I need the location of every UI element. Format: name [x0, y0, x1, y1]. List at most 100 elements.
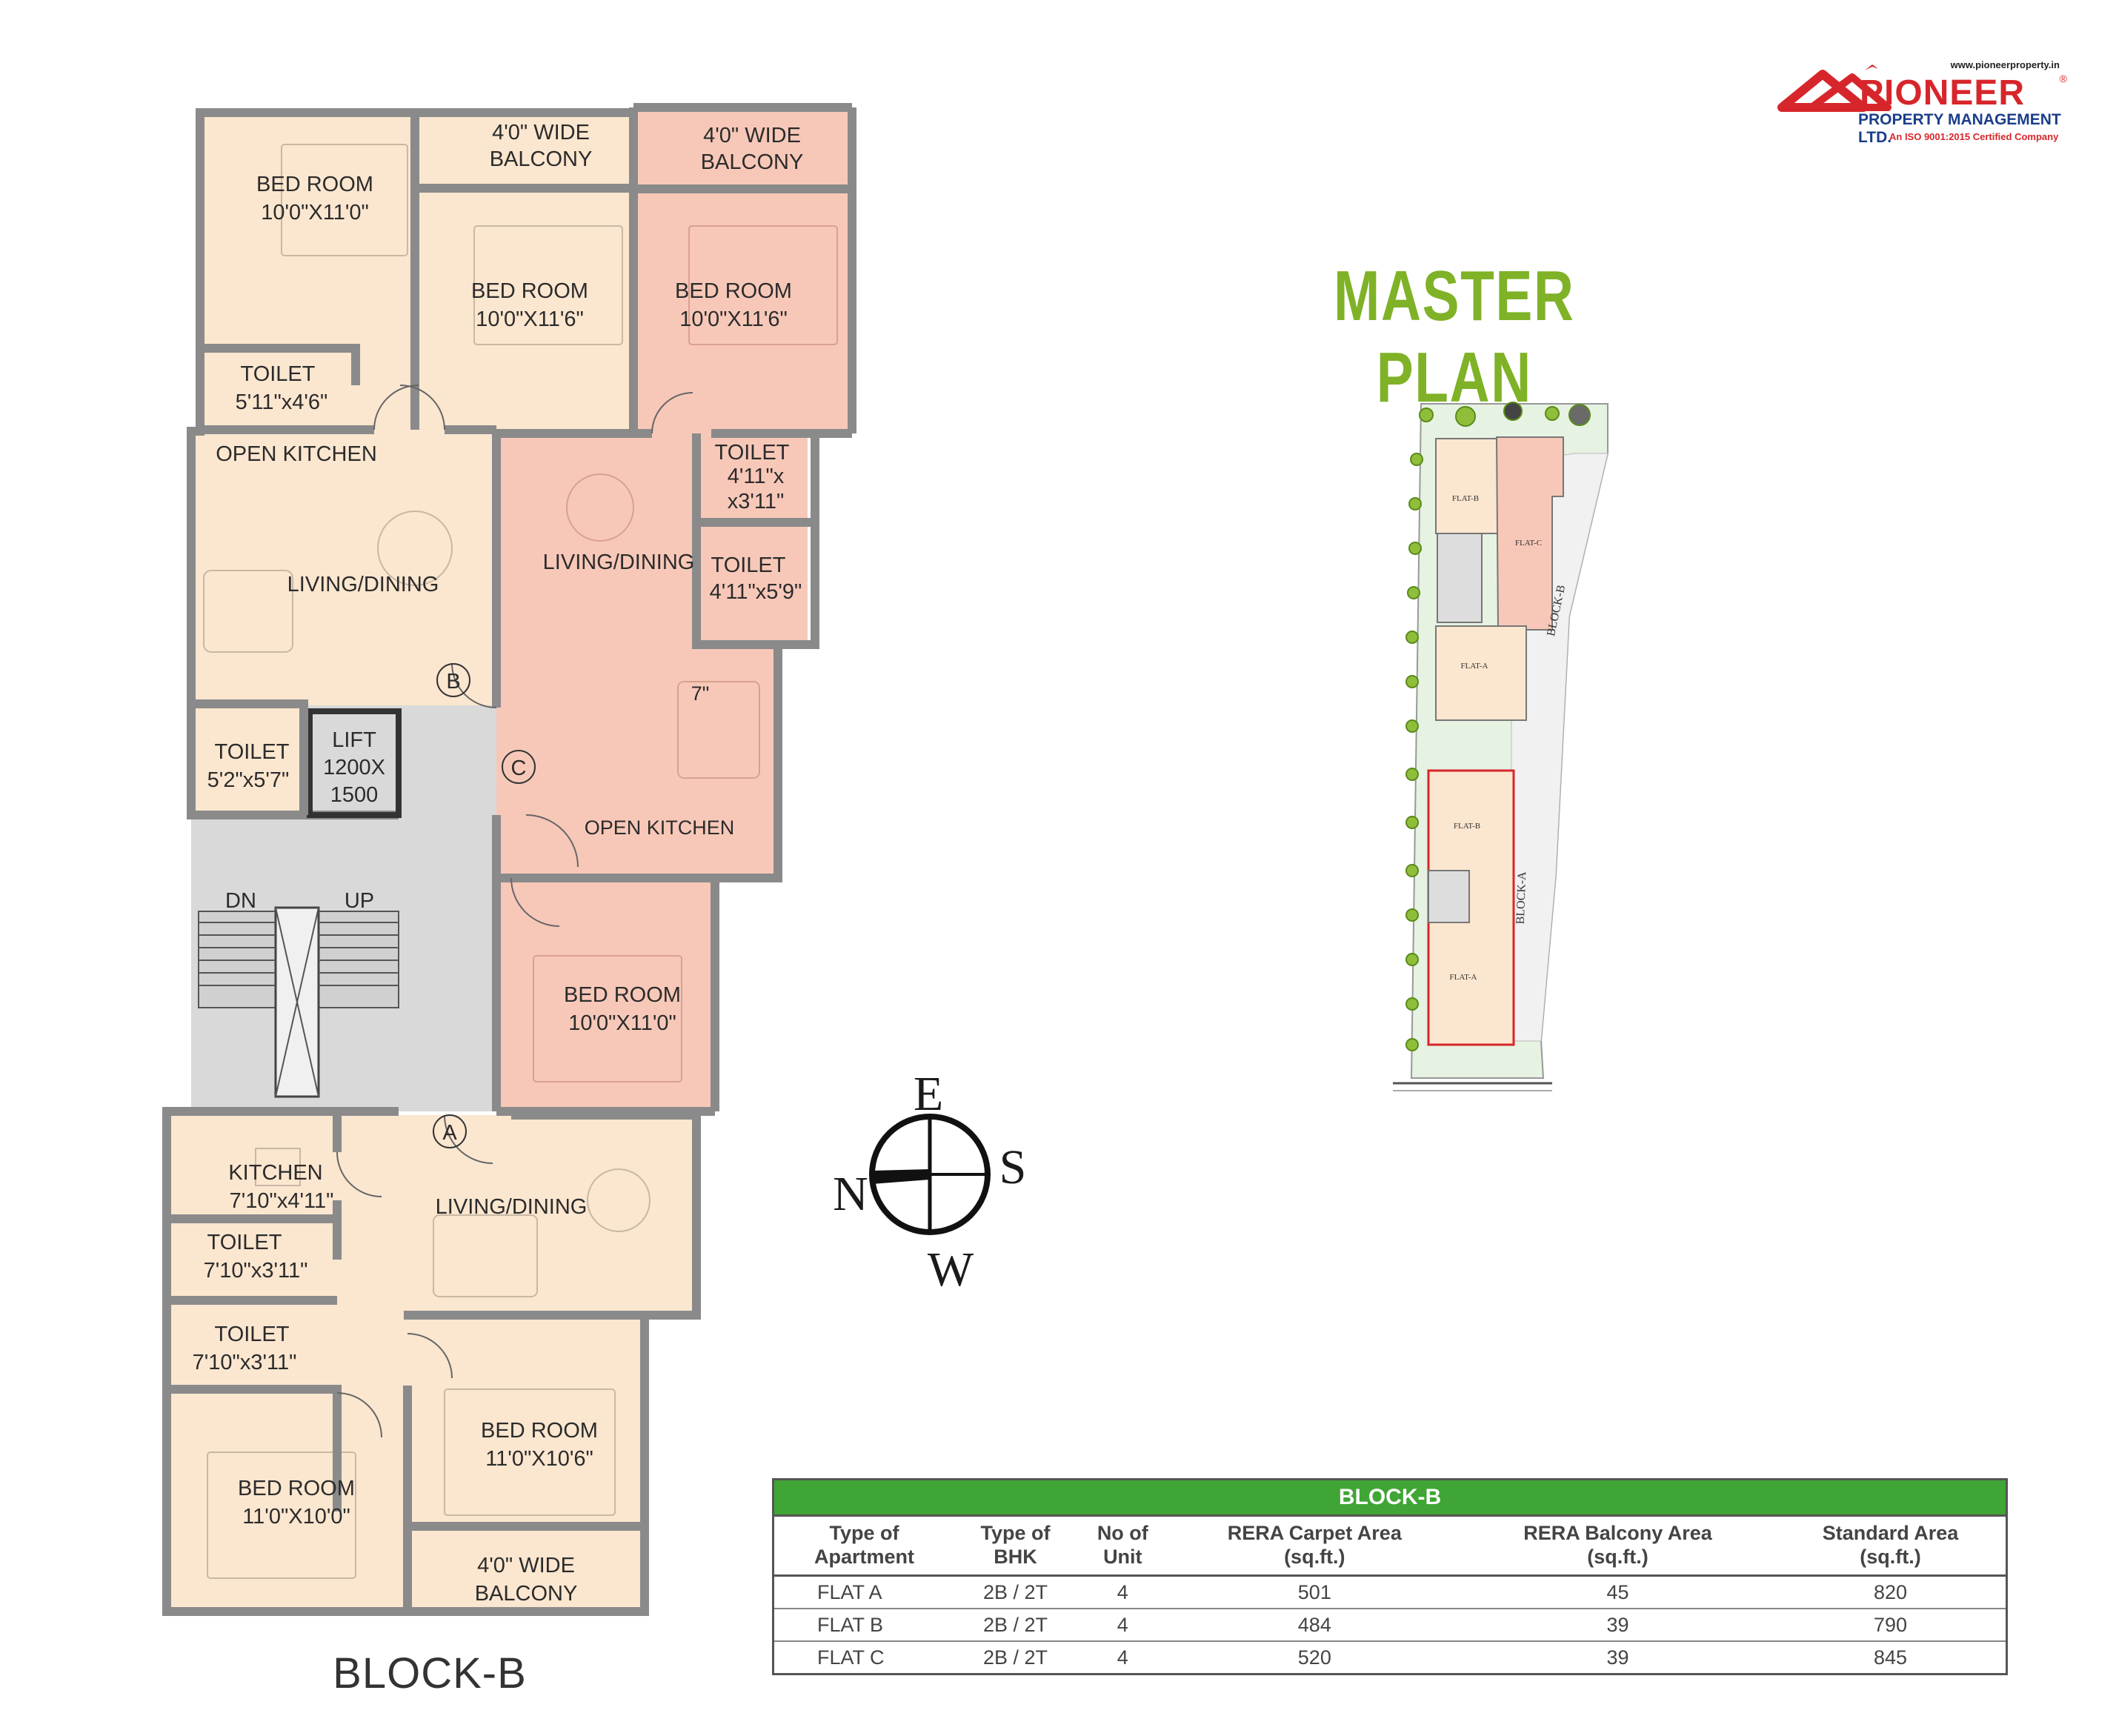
furniture-outlines [203, 144, 838, 1579]
bed-top-mid-name: BED ROOM [471, 279, 588, 303]
toilet-tl-name: TOILET [241, 362, 316, 386]
living-b-name: LIVING/DINING [287, 573, 439, 596]
toilet-b2-size: 5'2"x5'7" [207, 768, 290, 792]
fill-bed-c [500, 878, 715, 1108]
toilet-a2-size: 7'10"x3'11" [193, 1351, 297, 1374]
living-c-name: LIVING/DINING [543, 551, 695, 574]
room-labels: BED ROOM 10'0"X11'0" 4'0" WIDE BALCONY B… [193, 121, 804, 1606]
toilet-a1-name: TOILET [207, 1231, 282, 1254]
lift-name: LIFT [332, 728, 376, 752]
flat-marker-c-text: C [511, 756, 527, 780]
fill-toilet-c2 [696, 522, 808, 645]
logo-registered: ® [2059, 73, 2067, 84]
cell-bhk: 2B / 2T [982, 1646, 1048, 1669]
cell-bhk: 2B / 2T [954, 1575, 1077, 1609]
living-a-name: LIVING/DINING [436, 1195, 588, 1219]
toilet-a2-name: TOILET [215, 1323, 290, 1346]
cell-balcony: 45 [1460, 1575, 1775, 1609]
door-swings [336, 385, 693, 1438]
logo-house-icon [1777, 64, 1892, 112]
floor-plan-caption: BLOCK-B [333, 1649, 527, 1697]
table-row: FLAT C 2B / 2T 4 520 39 845 [773, 1641, 2007, 1675]
flat-marker-c: C [502, 750, 536, 784]
fill-balcony-top-right [633, 107, 852, 189]
stair-dn: DN [225, 889, 256, 913]
col-header-standard-area: Standard Area(sq.ft.) [1774, 1515, 2007, 1577]
fill-living-c [496, 433, 696, 878]
master-plan-title: MASTER PLAN [1334, 256, 1575, 417]
cell-standard: 845 [1873, 1646, 1908, 1669]
bed-c-name: BED ROOM [564, 983, 681, 1007]
lift-size1: 1200X [323, 756, 385, 779]
flat-marker-b-text: B [446, 670, 460, 694]
mp-block-b-flat-a: FLAT-A [1461, 662, 1488, 671]
cell-type: FLAT A [773, 1575, 954, 1609]
cell-balcony: 39 [1606, 1646, 1629, 1669]
fill-bed-tl [200, 113, 415, 430]
mp-block-a-flat-b: FLAT-B [1454, 822, 1480, 831]
logo-certification: An ISO 9001:2015 Certified Company [1889, 131, 2059, 142]
compass-south: S [999, 1140, 1027, 1194]
open-kitchen-b-name: OPEN KITCHEN [216, 442, 377, 466]
cell-type: FLAT B [773, 1609, 954, 1642]
fill-balcony-top-mid [415, 113, 630, 188]
cell-carpet: 520 [1297, 1646, 1331, 1669]
flat-marker-b: B [436, 663, 470, 697]
fill-dining-c [696, 645, 778, 878]
table-row: FLAT B 2B / 2T 4 484 39 790 [773, 1609, 2007, 1642]
compass-north-needle [872, 1169, 930, 1184]
toilet-tl-size: 5'11"x4'6" [236, 390, 328, 414]
balcony-top-mid-sub: BALCONY [490, 147, 593, 171]
toilet-c1-size2: x3'11" [728, 490, 785, 513]
bed-a1-name: BED ROOM [481, 1419, 598, 1443]
cell-units: 4 [1077, 1609, 1169, 1642]
toilet-c1-size1: 4'11"x [728, 465, 785, 488]
toilet-b2-name: TOILET [215, 740, 290, 764]
company-logo: www.pioneerproperty.in PIONEER ® PROPERT… [1771, 59, 2075, 148]
bed-tl-size: 10'0"X11'0" [261, 201, 369, 225]
toilet-c2-size: 4'11"x5'9" [710, 580, 802, 604]
cell-balcony: 39 [1460, 1609, 1775, 1642]
cell-units: 4 [1117, 1646, 1128, 1669]
bed-top-right-size: 10'0"X11'6" [679, 307, 788, 331]
kitchen-a-size: 7'10"x4'11" [230, 1189, 334, 1213]
logo-subtitle: PROPERTY MANAGEMENT LTD. [1858, 111, 2061, 146]
table-row: FLAT A 2B / 2T 4 501 45 820 [773, 1575, 2007, 1609]
fill-bed-top-right [633, 189, 852, 433]
balcony-top-right-sub: BALCONY [701, 150, 804, 174]
open-kitchen-c-name: OPEN KITCHEN [585, 817, 735, 839]
bed-a1-size: 11'0"X10'6" [485, 1447, 593, 1471]
mp-block-b-flat-c: FLAT-C [1515, 539, 1542, 548]
fill-entry-c [496, 708, 526, 815]
fill-lift-pad [304, 705, 399, 815]
bed-a2-name: BED ROOM [238, 1477, 355, 1500]
walls [162, 103, 856, 1616]
toilet-c1-name: TOILET [715, 441, 790, 465]
master-plan-site: FLAT-B FLAT-C FLAT-A BLOCK-B FLAT-B FLAT… [1393, 402, 1608, 1091]
cell-standard: 820 [1774, 1575, 2007, 1609]
flat-marker-a: A [433, 1114, 467, 1148]
bed-top-right-name: BED ROOM [675, 279, 792, 303]
logo-brand: PIONEER [1860, 73, 2026, 113]
fill-bed-top-mid [415, 188, 630, 430]
flat-marker-a-text: A [442, 1121, 457, 1145]
lift-size2: 1500 [330, 783, 379, 807]
compass-north: N [833, 1167, 868, 1221]
stair-up: UP [345, 889, 374, 913]
cell-carpet: 484 [1168, 1609, 1461, 1642]
bed-a2-size: 11'0"X10'0" [242, 1505, 350, 1529]
cell-units: 4 [1077, 1575, 1169, 1609]
col-header-balcony-area: RERA Balcony Area(sq.ft.) [1460, 1515, 1775, 1577]
cell-type: FLAT C [817, 1646, 885, 1669]
area-table-title: BLOCK-B [773, 1479, 2007, 1517]
compass-west: W [928, 1243, 974, 1297]
toilet-a1-size: 7'10"x3'11" [204, 1259, 308, 1283]
kitchen-a-name: KITCHEN [228, 1161, 322, 1185]
compass: E S N W [833, 1067, 1026, 1297]
balcony-top-right-name: 4'0" WIDE [703, 124, 801, 147]
fill-core-lobby [399, 705, 496, 1111]
